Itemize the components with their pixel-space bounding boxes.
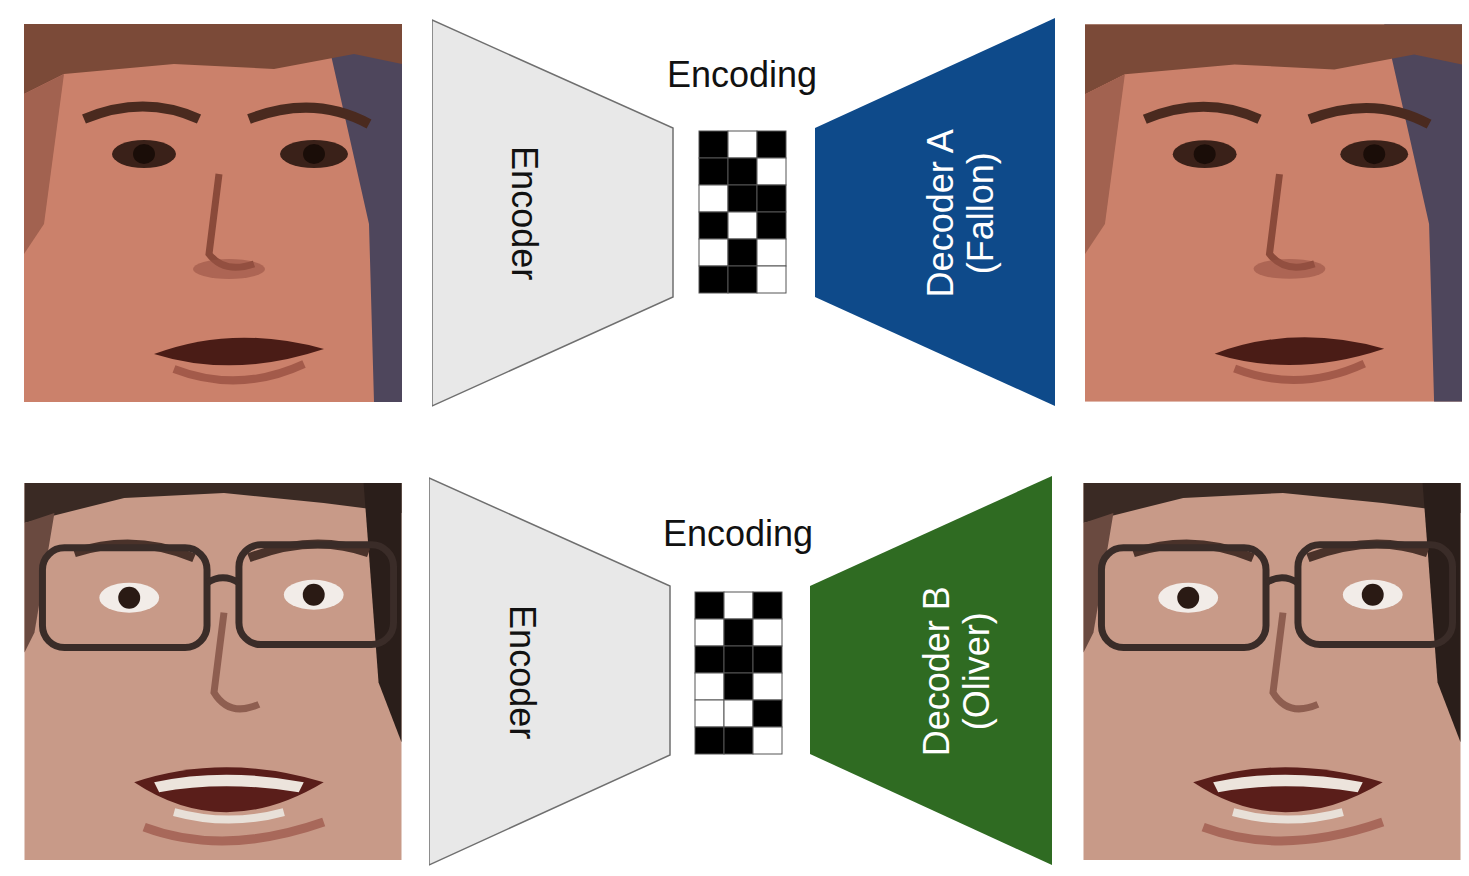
grid-cell bbox=[728, 239, 757, 266]
grid-cell bbox=[728, 158, 757, 185]
grid-cell bbox=[728, 266, 757, 293]
grid-cell bbox=[695, 646, 724, 673]
grid-cell bbox=[724, 673, 753, 700]
grid-cell bbox=[724, 646, 753, 673]
grid-cell bbox=[753, 646, 782, 673]
encoder-trapezoid: Encoder bbox=[432, 18, 674, 408]
shape-outline bbox=[429, 476, 672, 868]
grid-cell bbox=[757, 266, 786, 293]
grid-cell bbox=[753, 592, 782, 619]
grid-cell bbox=[695, 727, 724, 754]
grid-cell bbox=[757, 212, 786, 239]
grid-cell bbox=[699, 239, 728, 266]
grid-cell bbox=[757, 185, 786, 212]
grid-cell bbox=[695, 700, 724, 727]
grid-cell bbox=[724, 592, 753, 619]
grid-cell bbox=[699, 158, 728, 185]
block-label: Encoder bbox=[504, 93, 544, 333]
block-label: Decoder A (Fallon) bbox=[920, 113, 1001, 313]
grid-cell bbox=[699, 131, 728, 158]
grid-cell bbox=[757, 131, 786, 158]
grid-cell bbox=[695, 673, 724, 700]
grid-cell bbox=[753, 619, 782, 646]
grid-cell bbox=[699, 212, 728, 239]
grid-cell bbox=[753, 700, 782, 727]
encoding-grid bbox=[694, 591, 783, 755]
grid-cell bbox=[724, 727, 753, 754]
decoder-trapezoid: Decoder A (Fallon) bbox=[815, 18, 1056, 408]
encoder-trapezoid: Encoder bbox=[429, 476, 672, 868]
grid-cell bbox=[724, 700, 753, 727]
grid-cell bbox=[695, 619, 724, 646]
grid-cell bbox=[753, 727, 782, 754]
grid-cell bbox=[695, 592, 724, 619]
input-face bbox=[24, 24, 402, 402]
encoding-vector: Encoding bbox=[657, 55, 827, 300]
trapezoid-shape bbox=[810, 476, 1052, 865]
grid-cell bbox=[757, 158, 786, 185]
grid-cell bbox=[728, 212, 757, 239]
trapezoid-shape bbox=[429, 478, 670, 865]
grid-cell bbox=[728, 185, 757, 212]
grid-cell bbox=[757, 239, 786, 266]
block-label: Decoder B (Oliver) bbox=[916, 571, 997, 771]
trapezoid-shape bbox=[432, 20, 673, 406]
encoding-label: Encoding bbox=[657, 55, 827, 95]
decoder-trapezoid: Decoder B (Oliver) bbox=[810, 476, 1053, 866]
shape-outline bbox=[432, 18, 674, 408]
grid-cell bbox=[699, 185, 728, 212]
grid-cell bbox=[699, 266, 728, 293]
block-label: Encoder bbox=[501, 552, 541, 792]
grid-cell bbox=[724, 619, 753, 646]
trapezoid-shape bbox=[815, 18, 1055, 406]
encoding-label: Encoding bbox=[653, 514, 823, 554]
output-face bbox=[1084, 483, 1461, 860]
grid-cell bbox=[728, 131, 757, 158]
encoding-grid bbox=[698, 130, 787, 294]
output-face bbox=[1085, 25, 1462, 402]
encoding-vector: Encoding bbox=[653, 514, 823, 759]
grid-cell bbox=[753, 673, 782, 700]
input-face bbox=[25, 483, 402, 860]
